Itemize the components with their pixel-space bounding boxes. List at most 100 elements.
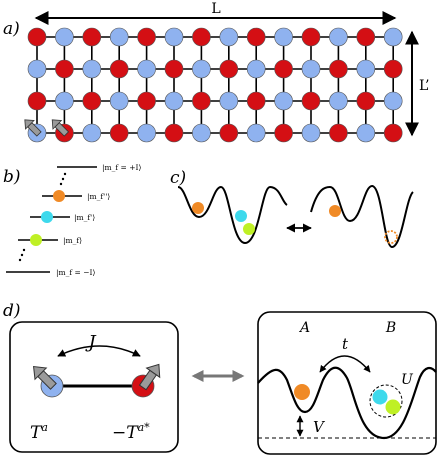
blue-site — [329, 27, 348, 47]
level-label: |m_f'⟩ — [74, 213, 95, 222]
offset-label: V — [313, 418, 326, 436]
double-well-before — [177, 185, 288, 245]
interaction-label: U — [401, 372, 414, 388]
red-site — [82, 27, 102, 47]
red-site — [192, 27, 211, 47]
panel-label-c: c) — [170, 168, 186, 188]
red-site — [109, 59, 129, 79]
red-site — [356, 27, 376, 47]
red-site — [137, 91, 156, 111]
blue-site — [82, 59, 102, 79]
blue-site — [329, 91, 348, 111]
blue-site — [246, 123, 266, 143]
red-site — [109, 123, 129, 143]
red-site — [219, 59, 239, 79]
blue-site — [383, 27, 403, 47]
blue-site — [246, 59, 266, 79]
hubbard-model-box: A B t V U — [257, 311, 437, 455]
ellipsis-dot — [59, 182, 63, 186]
hole-marker — [384, 230, 398, 244]
blue-site — [109, 27, 129, 47]
red-site — [329, 123, 348, 143]
blue-site — [383, 91, 403, 111]
red-site — [164, 123, 184, 143]
blue-site — [301, 123, 321, 143]
blue-site — [137, 123, 156, 143]
ellipsis-dot — [61, 177, 65, 181]
blue-site — [192, 59, 211, 79]
width-label: L’ — [419, 78, 429, 94]
blue-site — [274, 91, 293, 111]
ellipsis-dot — [22, 248, 26, 252]
red-site — [137, 27, 156, 47]
red-site — [383, 59, 403, 79]
orange-atom — [53, 190, 65, 202]
blue-site — [301, 59, 321, 79]
orange-atom — [329, 205, 341, 217]
blue-site — [219, 91, 239, 111]
red-site — [82, 91, 102, 111]
red-site — [192, 91, 211, 111]
blue-site — [82, 123, 102, 143]
red-site — [274, 59, 293, 79]
ellipsis-dot — [20, 253, 24, 257]
blue-site — [274, 27, 293, 47]
orange-atom — [294, 384, 310, 400]
length-label: L — [211, 1, 220, 17]
spin-arrow-icon — [24, 119, 42, 137]
level-label: |m_f⟩ — [63, 236, 82, 245]
red-site — [329, 59, 348, 79]
cyan-atom — [41, 211, 53, 223]
lime-atom — [385, 399, 401, 415]
red-site — [246, 27, 266, 47]
red-site — [219, 123, 239, 143]
site-left-label: Ta — [30, 421, 48, 443]
blue-site — [356, 123, 376, 143]
spin-arrow-icon — [51, 119, 70, 137]
blue-site — [192, 123, 211, 143]
spin-arrow-icon — [138, 363, 161, 391]
ellipsis-dot — [63, 172, 67, 176]
lattice — [24, 27, 403, 143]
dimension-L: L — [34, 1, 397, 25]
lime-atom — [243, 223, 255, 235]
site-b-label: B — [385, 320, 396, 336]
red-site — [27, 27, 47, 47]
red-site — [164, 59, 184, 79]
level-label: |m_f = −I⟩ — [56, 268, 95, 277]
panel-label-b: b) — [3, 167, 21, 187]
level-diagram: |m_f = +I⟩ |m_f''⟩ |m_f'⟩ |m_f⟩ |m_f = −… — [6, 163, 141, 277]
double-well-after — [310, 184, 414, 249]
blue-site — [55, 27, 74, 47]
blue-site — [164, 91, 184, 111]
red-site — [27, 91, 47, 111]
blue-site — [27, 59, 47, 79]
red-site — [301, 27, 321, 47]
spin-model-box: J Ta −Ta* — [9, 321, 179, 453]
dimension-L-prime: L’ — [405, 30, 429, 137]
red-site — [356, 91, 376, 111]
red-site — [301, 91, 321, 111]
spin-arrow-icon — [32, 365, 57, 390]
level-label: |m_f''⟩ — [87, 192, 110, 201]
coupling-label: J — [84, 332, 97, 353]
ellipsis-dot — [18, 258, 22, 262]
orange-atom — [192, 202, 204, 214]
tunneling-label: t — [342, 335, 349, 353]
interaction-circle — [369, 384, 403, 418]
panel-label-d: d) — [3, 301, 21, 321]
blue-site — [55, 91, 74, 111]
red-site — [55, 59, 74, 79]
cyan-atom — [372, 389, 388, 405]
blue-site — [356, 59, 376, 79]
red-site — [383, 123, 403, 143]
blue-site — [109, 91, 129, 111]
panel-label-a: a) — [3, 19, 20, 39]
blue-site — [219, 27, 239, 47]
red-site — [246, 91, 266, 111]
level-label: |m_f = +I⟩ — [102, 163, 141, 172]
lime-atom — [30, 234, 42, 246]
red-site — [274, 123, 293, 143]
cyan-atom — [235, 210, 247, 222]
